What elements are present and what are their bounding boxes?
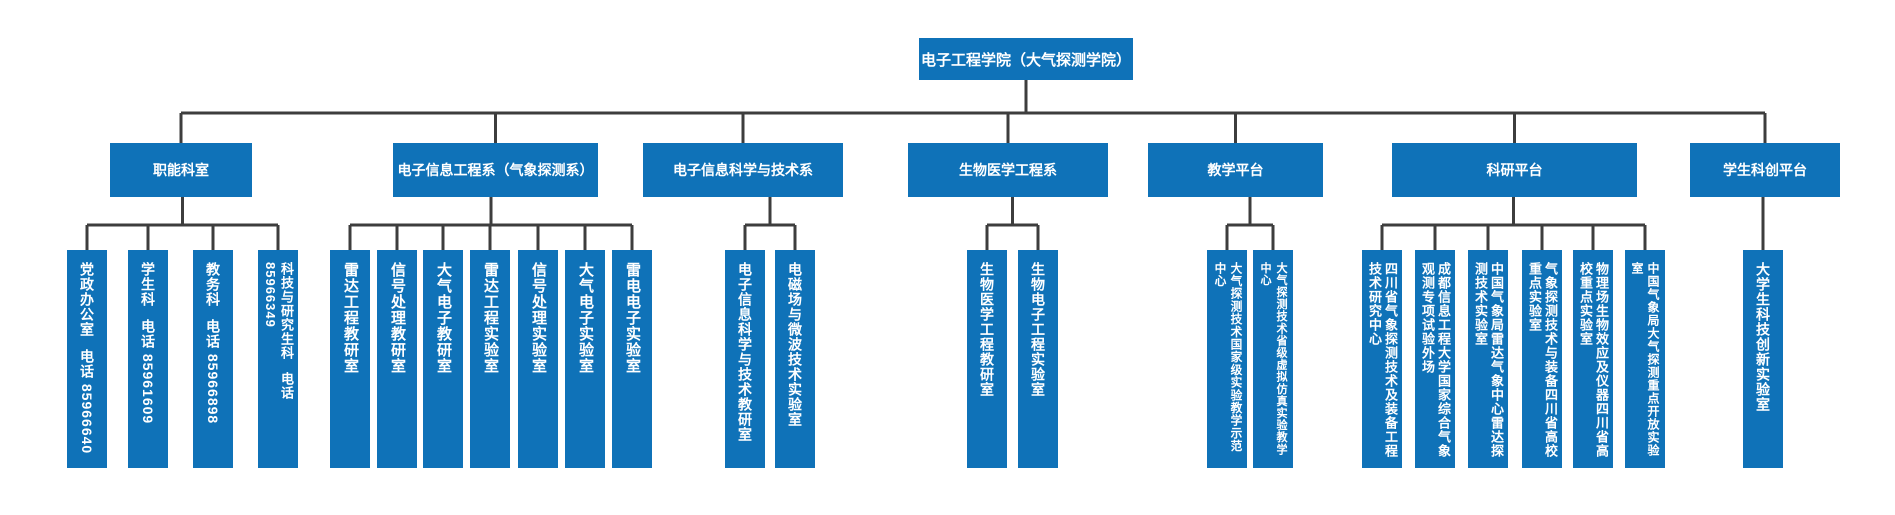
unit-node-label: 党政办公室	[79, 262, 95, 337]
department-node-label: 生物医学工程系	[959, 162, 1057, 178]
unit-node-phone: 电话 85966640	[79, 349, 95, 455]
unit-node-label: 大气电子教研室	[435, 262, 452, 374]
unit-node-label: 大气电子实验室	[577, 262, 594, 374]
unit-node-label: 中国气象局大气探测重点开放实验室	[1630, 262, 1660, 457]
unit-node: 信号处理实验室	[518, 250, 558, 468]
unit-node: 气象探测技术与装备四川省高校重点实验室	[1522, 250, 1562, 468]
unit-node: 信号处理教研室	[377, 250, 417, 468]
unit-node-label: 电磁场与微波技术实验室	[787, 262, 803, 427]
unit-node-phone: 电话 85966898	[205, 319, 221, 425]
unit-node-label: 大气探测技术省级虚拟仿真实验教学中心	[1259, 262, 1287, 456]
unit-node: 雷电电子实验室	[612, 250, 652, 468]
unit-node: 大气探测技术国家级实验教学示范中心	[1207, 250, 1247, 468]
unit-node-label: 中国气象局雷达气象中心雷达探测技术实验室	[1473, 262, 1504, 458]
unit-node-label: 生物电子工程实验室	[1030, 262, 1046, 397]
unit-node: 学生科电话 85961609	[128, 250, 168, 468]
unit-node: 大气探测技术省级虚拟仿真实验教学中心	[1253, 250, 1293, 468]
unit-node: 雷达工程教研室	[330, 250, 370, 468]
unit-node-label: 物理场生物效应及仪器四川省高校重点实验室	[1578, 262, 1609, 458]
department-node: 职能科室	[110, 143, 252, 197]
unit-node: 成都信息工程大学国家综合气象观测专项试验外场	[1415, 250, 1455, 468]
unit-node: 中国气象局雷达气象中心雷达探测技术实验室	[1468, 250, 1508, 468]
department-node: 教学平台	[1148, 143, 1323, 197]
unit-node: 电子信息科学与技术教研室	[725, 250, 765, 468]
department-node: 学生科创平台	[1690, 143, 1840, 197]
unit-node: 党政办公室电话 85966640	[67, 250, 107, 468]
unit-node-label: 大气探测技术国家级实验教学示范中心	[1213, 262, 1242, 453]
unit-node-label: 信号处理教研室	[389, 262, 406, 374]
unit-node: 中国气象局大气探测重点开放实验室	[1625, 250, 1665, 468]
department-node: 电子信息科学与技术系	[643, 143, 843, 197]
unit-node: 生物电子工程实验室	[1018, 250, 1058, 468]
unit-node-label: 大学生科技创新实验室	[1755, 262, 1771, 412]
unit-node-label: 科技与研究生科	[279, 262, 294, 360]
unit-node-phone: 电话 85966349	[263, 262, 294, 400]
unit-node: 大气电子实验室	[565, 250, 605, 468]
unit-node: 四川省气象探测技术及装备工程技术研究中心	[1362, 250, 1402, 468]
root-node-label: 电子工程学院（大气探测学院）	[920, 51, 1131, 69]
department-node: 生物医学工程系	[908, 143, 1108, 197]
unit-node: 大学生科技创新实验室	[1743, 250, 1783, 468]
unit-node: 科技与研究生科电话 85966349	[258, 250, 298, 468]
unit-node-label: 成都信息工程大学国家综合气象观测专项试验外场	[1420, 262, 1451, 458]
unit-node-label: 四川省气象探测技术及装备工程技术研究中心	[1367, 262, 1398, 458]
unit-node-label: 雷达工程教研室	[342, 262, 359, 374]
unit-node-label: 雷电电子实验室	[624, 262, 641, 374]
department-node-label: 学生科创平台	[1723, 162, 1807, 178]
department-node: 电子信息工程系（气象探测系）	[393, 143, 598, 197]
department-node-label: 电子信息科学与技术系	[673, 162, 813, 178]
department-node: 科研平台	[1392, 143, 1637, 197]
unit-node: 电磁场与微波技术实验室	[775, 250, 815, 468]
department-node-label: 职能科室	[153, 162, 209, 178]
root-node: 电子工程学院（大气探测学院）	[919, 38, 1133, 80]
unit-node-label: 雷达工程实验室	[482, 262, 499, 374]
unit-node-label: 学生科	[140, 262, 156, 307]
department-node-label: 电子信息工程系（气象探测系）	[397, 162, 594, 178]
unit-node: 雷达工程实验室	[470, 250, 510, 468]
unit-node-label: 气象探测技术与装备四川省高校重点实验室	[1527, 262, 1558, 458]
unit-node: 大气电子教研室	[423, 250, 463, 468]
unit-node-label: 信号处理实验室	[530, 262, 547, 374]
unit-node-phone: 电话 85961609	[140, 319, 156, 425]
department-node-label: 教学平台	[1207, 162, 1264, 178]
unit-node: 教务科电话 85966898	[193, 250, 233, 468]
unit-node: 物理场生物效应及仪器四川省高校重点实验室	[1573, 250, 1613, 468]
unit-node-label: 教务科	[205, 262, 221, 307]
unit-node-label: 生物医学工程教研室	[979, 262, 995, 397]
department-node-label: 科研平台	[1486, 162, 1543, 178]
unit-node-label: 电子信息科学与技术教研室	[737, 262, 753, 442]
unit-node: 生物医学工程教研室	[967, 250, 1007, 468]
